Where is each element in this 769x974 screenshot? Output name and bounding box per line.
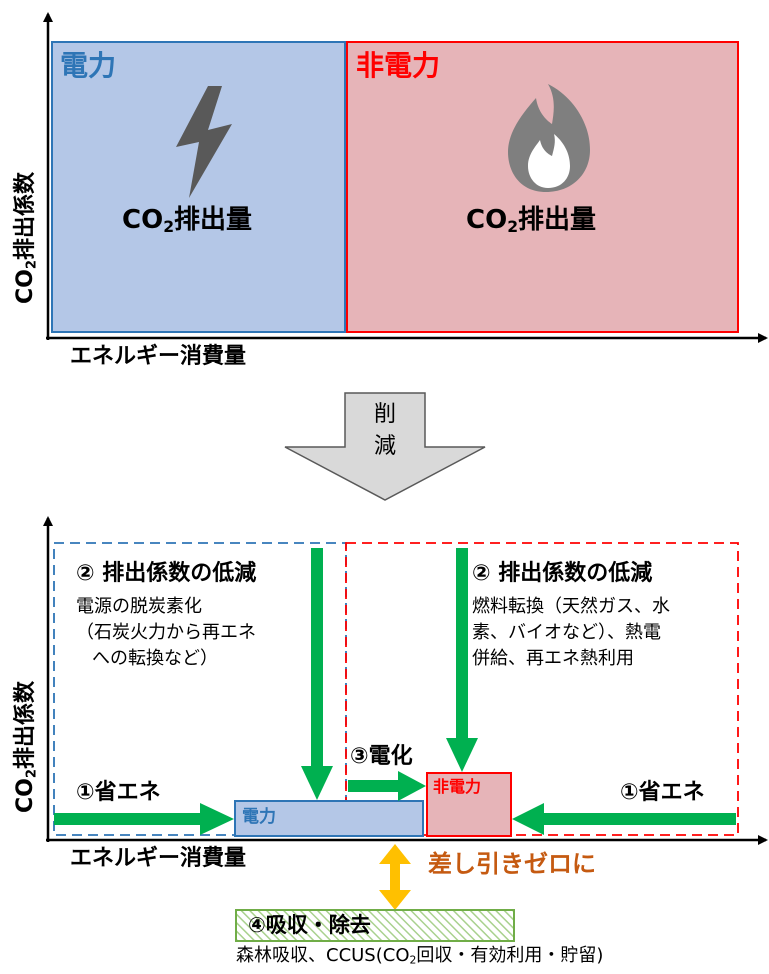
energy-saving-right-label: ①省エネ	[620, 780, 705, 805]
nonpower-box-label: 非電力	[433, 777, 482, 796]
reduction-label-1: 削	[374, 402, 397, 427]
right-emission-body-1: 燃料転換（天然ガス、水	[472, 596, 670, 617]
left-emission-body-2: （石炭火力から再エネ	[76, 622, 256, 643]
nonpower-small-box	[426, 772, 512, 837]
top-x-axis-label: エネルギー消費量	[70, 344, 247, 369]
reduction-label-2: 減	[374, 434, 397, 459]
arrow-save-right	[540, 813, 736, 825]
nonpower-dashed-region	[345, 542, 739, 836]
net-zero-label: 差し引きゼロに	[428, 850, 596, 878]
absorb-box	[235, 909, 515, 942]
electrification-label: ③電化	[350, 744, 413, 769]
right-emission-heading: ② 排出係数の低減	[472, 561, 653, 586]
bottom-y-axis-label: CO2排出係数	[13, 680, 40, 814]
arrow-emission-down-right	[456, 548, 468, 742]
flame-icon	[508, 84, 590, 192]
lightning-icon	[176, 86, 232, 198]
reduction-arrow	[284, 392, 486, 501]
arrow-emission-down-left	[311, 548, 323, 770]
power-small-box	[234, 800, 424, 837]
energy-saving-left-label: ①省エネ	[76, 780, 161, 805]
left-emission-body-1: 電源の脱炭素化	[76, 596, 202, 617]
power-region	[51, 41, 346, 333]
top-y-axis-label: CO2排出係数	[13, 171, 40, 305]
absorb-label: ④吸収・除去	[248, 913, 371, 937]
absorb-note: 森林吸収、CCUS(CO2回収・有効利用・貯留)	[236, 945, 604, 967]
power-title: 電力	[60, 49, 117, 82]
power-box-label: 電力	[242, 807, 276, 827]
left-emission-body-3: への転換など）	[92, 648, 218, 669]
net-zero-double-arrow	[379, 844, 411, 910]
arrow-electrification	[348, 780, 400, 792]
arrow-save-left	[54, 813, 204, 825]
right-emission-body-3: 併給、再エネ熱利用	[472, 648, 634, 669]
left-emission-heading: ② 排出係数の低減	[76, 561, 257, 586]
power-emission-label: CO2排出量	[122, 205, 253, 236]
nonpower-emission-label: CO2排出量	[466, 205, 597, 236]
right-emission-body-2: 素、バイオなど）、熱電	[472, 622, 661, 643]
green-arrows	[54, 548, 736, 835]
bottom-x-axis-label: エネルギー消費量	[70, 846, 247, 871]
nonpower-title: 非電力	[356, 49, 441, 82]
